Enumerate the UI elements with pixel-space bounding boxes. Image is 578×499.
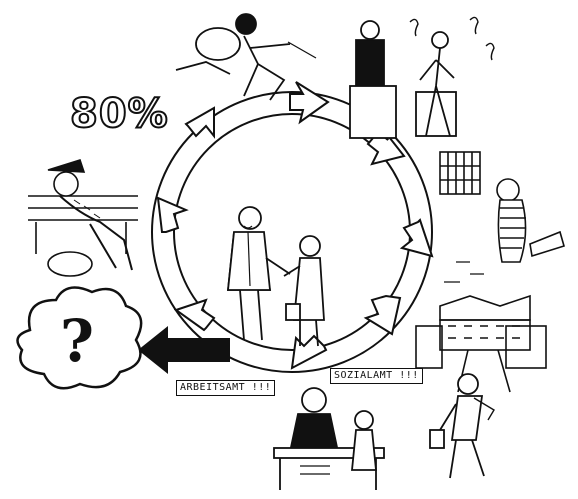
- arrow-lower-left: [173, 298, 216, 332]
- prisoner-in-cell-icon: [439, 151, 565, 283]
- thief-with-sack-icon: [175, 13, 317, 101]
- arrow-left: [156, 196, 189, 233]
- man-with-briefcase-icon: [429, 373, 495, 479]
- sozialamt-sign: SOZIALAMT !!!: [330, 368, 423, 384]
- judge-and-defendant-icon: [349, 16, 495, 139]
- arrow-upper-left: [184, 106, 215, 139]
- arrow-top: [289, 81, 330, 125]
- clerk-at-desk-icon: [273, 387, 385, 490]
- handshake-icon: [227, 206, 325, 347]
- exit-arrow-icon: [138, 326, 230, 374]
- arrow-bottom: [290, 334, 328, 370]
- arbeitsamt-sign: ARBEITSAMT !!!: [176, 380, 276, 396]
- arrow-right: [399, 218, 434, 258]
- question-cloud-icon: [16, 286, 143, 390]
- reoffending-percentage: 80%: [69, 91, 169, 137]
- question-mark: ?: [60, 307, 94, 375]
- arrow-lower-right: [363, 294, 402, 336]
- prison-gate-icon: [415, 294, 547, 393]
- homeless-man-on-bench-icon: [28, 159, 138, 277]
